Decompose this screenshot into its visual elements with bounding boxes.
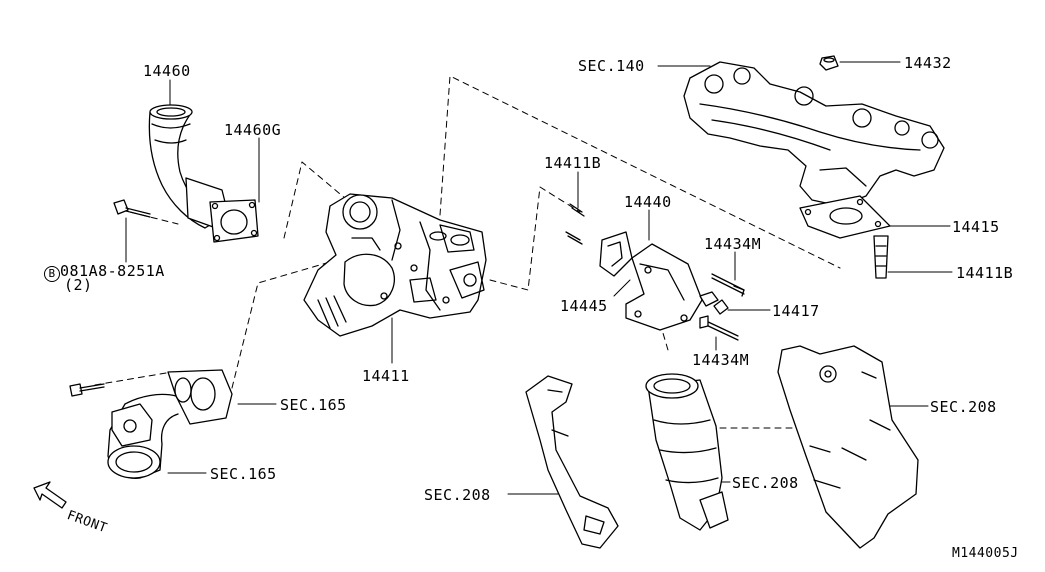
part-sec208-catalyst <box>645 373 729 531</box>
bolt-081a8 <box>113 199 151 218</box>
part-14440-bracket <box>625 243 703 331</box>
label-14434m-top: 14434M <box>704 235 762 253</box>
label-sec140: SEC.140 <box>578 57 645 75</box>
bolt-part-number: 081A8-8251A <box>60 262 165 280</box>
stud-14411b-right <box>873 235 889 279</box>
studs-14411b <box>565 203 585 245</box>
label-14432: 14432 <box>904 54 952 72</box>
part-sec208-right-cover <box>777 345 919 549</box>
label-14417: 14417 <box>772 302 820 320</box>
part-sec140-exhaust-manifold <box>683 61 945 207</box>
label-14440: 14440 <box>624 193 672 211</box>
label-sec165-top: SEC.165 <box>280 396 347 414</box>
bolt-sec165 <box>69 383 105 397</box>
part-14445-bracket <box>599 231 633 277</box>
part-sec165-pipe <box>107 369 233 479</box>
part-sec208-left-cover <box>525 375 619 549</box>
label-sec165-bottom: SEC.165 <box>210 465 277 483</box>
label-sec208-left: SEC.208 <box>424 486 491 504</box>
part-14415-gasket <box>799 195 891 239</box>
part-14460g-gasket <box>209 199 259 243</box>
label-sec208-right: SEC.208 <box>930 398 997 416</box>
label-14445: 14445 <box>560 297 608 315</box>
label-14434m-bottom: 14434M <box>692 351 750 369</box>
fasteners-14434m-14417 <box>699 273 745 341</box>
label-14411: 14411 <box>362 367 410 385</box>
label-bolt-qty: (2) <box>64 276 93 294</box>
label-14460: 14460 <box>143 62 191 80</box>
label-14411b-right: 14411B <box>956 264 1014 282</box>
label-sec208-mid: SEC.208 <box>732 474 799 492</box>
front-arrow <box>33 481 67 509</box>
part-14411-turbocharger <box>303 193 487 337</box>
figure-code: M144005J <box>952 546 1019 561</box>
leader-lines <box>125 61 953 495</box>
bolt-symbol-icon: B <box>44 266 60 282</box>
label-14411b-top: 14411B <box>544 154 602 172</box>
label-14460g: 14460G <box>224 121 282 139</box>
part-14432-nut <box>819 55 839 71</box>
label-14415: 14415 <box>952 218 1000 236</box>
